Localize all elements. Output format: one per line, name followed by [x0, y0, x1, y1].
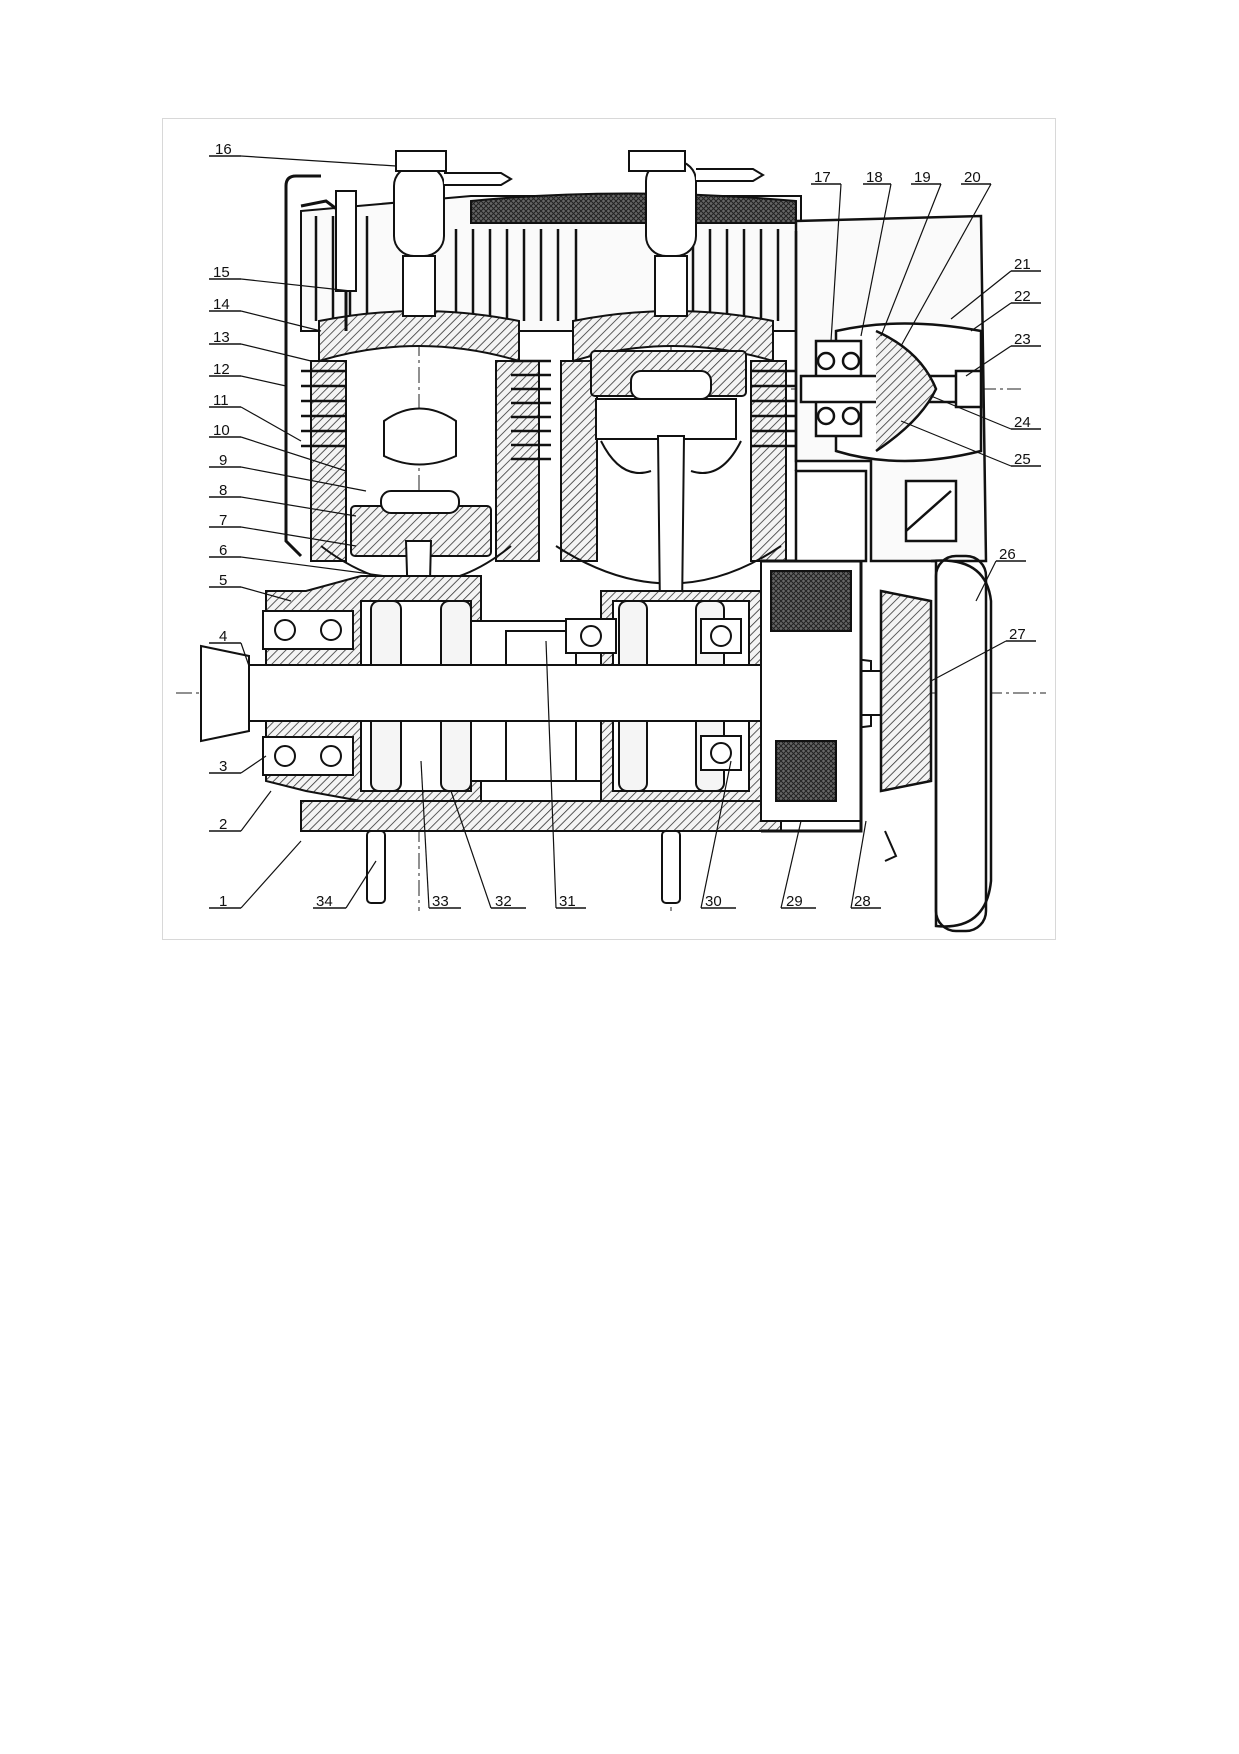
- magneto-assembly: [760, 559, 863, 833]
- callout-13-leader: [240, 343, 312, 362]
- callout-19-leader: [880, 183, 942, 337]
- pistons: [350, 350, 747, 557]
- main-bearings: [262, 610, 742, 776]
- callout-26: 26: [999, 546, 1016, 563]
- callout-21: 21: [1014, 256, 1031, 273]
- callout-28: 28: [854, 893, 871, 910]
- callout-28-leader: [850, 820, 867, 909]
- callout-9-leader: [240, 466, 367, 492]
- callout-3-leader: [240, 755, 267, 774]
- callout-2: 2: [219, 816, 227, 833]
- callout-31-leader: [545, 640, 557, 909]
- callout-6: 6: [219, 542, 227, 559]
- cylinders: [301, 359, 796, 585]
- callout-27: 27: [1009, 626, 1026, 643]
- callout-29-leader: [780, 820, 802, 909]
- callout-12: 12: [213, 361, 230, 378]
- callout-25-leader: [900, 420, 1012, 467]
- callout-18-leader: [860, 183, 892, 337]
- engine-cross-section-figure: 1 2 3 4 5 6 7 8 9 10 11 12 13 14 15 16 1…: [162, 118, 1056, 940]
- callout-30-leader: [700, 760, 732, 909]
- callout-20-leader: [900, 183, 992, 347]
- callout-2-leader: [240, 790, 272, 832]
- callout-19: 19: [914, 169, 931, 186]
- callout-17: 17: [814, 169, 831, 186]
- callout-15: 15: [213, 264, 230, 281]
- callout-4: 4: [219, 628, 227, 645]
- callout-16-leader: [240, 155, 397, 167]
- callout-17-leader: [830, 183, 842, 342]
- callout-33-leader: [420, 760, 430, 909]
- callout-31: 31: [559, 893, 576, 910]
- callout-4-leader: [240, 642, 250, 667]
- callout-33: 33: [432, 893, 449, 910]
- left-cowling: [284, 174, 357, 558]
- callout-24: 24: [1014, 414, 1031, 431]
- callout-labels: 1 2 3 4 5 6 7 8 9 10 11 12 13 14 15 16 1…: [213, 141, 1031, 910]
- middle-fins: [301, 359, 796, 461]
- callout-8-leader: [240, 496, 357, 517]
- callout-20: 20: [964, 169, 981, 186]
- callout-18: 18: [866, 169, 883, 186]
- callout-16: 16: [215, 141, 232, 158]
- callout-34: 34: [316, 893, 333, 910]
- callout-11-leader: [240, 406, 302, 442]
- callout-25: 25: [1014, 451, 1031, 468]
- starter-pulley: [879, 554, 993, 933]
- cylinder-head-block: [300, 192, 802, 363]
- callout-23-leader: [965, 345, 1012, 377]
- callout-15-leader: [240, 278, 352, 292]
- callout-11: 11: [213, 392, 229, 409]
- fan-housing: [794, 214, 988, 563]
- engine-drawing: 1 2 3 4 5 6 7 8 9 10 11 12 13 14 15 16 1…: [176, 141, 1046, 933]
- callout-30: 30: [705, 893, 722, 910]
- callout-13: 13: [213, 329, 230, 346]
- callout-9: 9: [219, 452, 227, 469]
- mounting-studs: [366, 830, 898, 904]
- callout-7-leader: [240, 526, 357, 547]
- callout-1-leader: [240, 840, 302, 909]
- callout-7: 7: [219, 512, 227, 529]
- callout-21-leader: [950, 270, 1012, 320]
- callout-14-leader: [240, 310, 322, 332]
- callout-22-leader: [970, 302, 1012, 332]
- spark-plugs: [393, 150, 765, 317]
- callout-leaders: [209, 155, 1041, 909]
- callout-10-leader: [240, 436, 347, 472]
- callout-34-leader: [345, 860, 377, 909]
- callout-23: 23: [1014, 331, 1031, 348]
- callout-12-leader: [240, 375, 287, 387]
- callout-26-leader: [975, 560, 997, 602]
- callout-14: 14: [213, 296, 230, 313]
- callout-3: 3: [219, 758, 227, 775]
- callout-27-leader: [930, 640, 1007, 682]
- callout-6-leader: [240, 556, 387, 577]
- callout-32: 32: [495, 893, 512, 910]
- callout-5-leader: [240, 586, 292, 602]
- callout-32-leader: [450, 790, 492, 909]
- callout-5: 5: [219, 572, 227, 589]
- callout-29: 29: [786, 893, 803, 910]
- callout-1: 1: [219, 893, 227, 910]
- callout-8: 8: [219, 482, 227, 499]
- callout-10: 10: [213, 422, 230, 439]
- callout-22: 22: [1014, 288, 1031, 305]
- callout-24-leader: [930, 395, 1012, 430]
